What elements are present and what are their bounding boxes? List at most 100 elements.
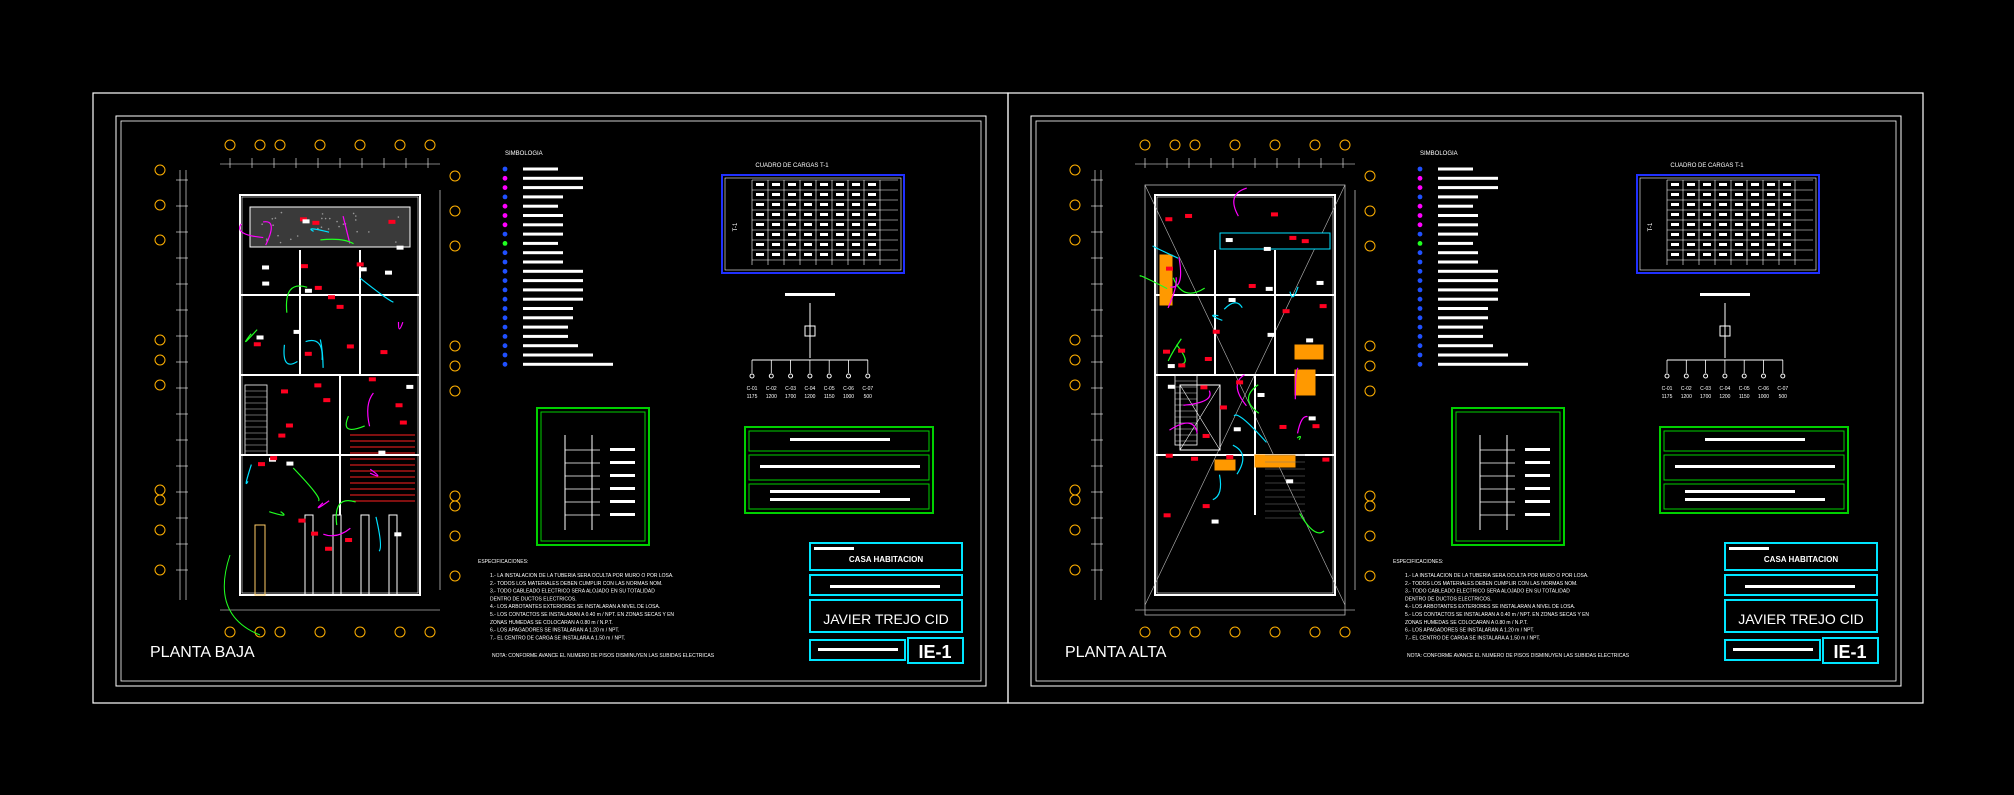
- breaker: [768, 373, 774, 379]
- wire-run: [1236, 374, 1247, 407]
- loads-cell: [836, 213, 844, 216]
- device-symbol: [399, 420, 407, 425]
- circuit-load: 1200: [766, 394, 777, 400]
- circuit-load: 500: [1779, 394, 1788, 400]
- device-symbol: [1257, 392, 1265, 397]
- symbol-glyph: [502, 315, 508, 321]
- device-symbol: [1270, 212, 1278, 217]
- inner-border: [1030, 115, 1902, 687]
- device-symbol: [311, 531, 319, 536]
- loads-cell: [1719, 243, 1727, 246]
- notes-title: ESPECIFICACIONES:: [478, 559, 528, 565]
- loads-cell: [1703, 193, 1711, 196]
- symbol-description: [1438, 214, 1478, 217]
- symbol-glyph: [502, 222, 508, 228]
- breaker: [1683, 373, 1689, 379]
- symbol-glyph: [1417, 361, 1423, 367]
- wire-run: [1172, 277, 1205, 294]
- device-symbol: [1267, 332, 1275, 337]
- note-line: 4.- LOS ARBOTANTES EXTERIORES SE INSTALA…: [490, 604, 660, 610]
- device-symbol: [1219, 405, 1227, 410]
- orange-fill: [1294, 369, 1316, 396]
- device-symbol: [298, 518, 306, 523]
- hatch-dot: [280, 211, 283, 214]
- symbol-glyph: [502, 194, 508, 200]
- loads-cell: [1671, 213, 1679, 216]
- symbol-description: [1438, 232, 1478, 236]
- circuit-load: 1175: [747, 394, 758, 400]
- wire-run: [397, 321, 404, 330]
- symbol-glyph: [1417, 222, 1423, 228]
- loads-cell: [804, 223, 812, 226]
- symbol-glyph: [502, 324, 508, 330]
- circuit-label: C-05: [824, 386, 835, 392]
- loads-cell: [1703, 213, 1711, 216]
- grid-bubble: [224, 626, 236, 638]
- title-sub-box: [1724, 574, 1878, 596]
- grid-bubble: [394, 139, 406, 151]
- symbol-description: [1438, 307, 1488, 310]
- sheet-frame-right: [1007, 92, 1924, 704]
- loads-cell: [1719, 213, 1727, 216]
- loads-cell: [1751, 213, 1759, 216]
- circuit-label: C-07: [862, 386, 873, 392]
- device-symbol: [1226, 455, 1234, 460]
- loads-cell: [1783, 203, 1791, 206]
- device-symbol: [345, 538, 353, 543]
- hatch-dot: [354, 219, 357, 221]
- loads-cell: [1735, 233, 1743, 236]
- loads-cell: [804, 213, 812, 216]
- device-symbol: [1236, 380, 1244, 385]
- riser-label: [1525, 461, 1550, 464]
- loads-cell: [1783, 233, 1791, 236]
- loads-cell: [852, 253, 860, 256]
- device-symbol: [256, 335, 264, 340]
- loads-cell: [1767, 203, 1775, 206]
- patio-hatch: [249, 206, 411, 248]
- loads-cell: [820, 193, 828, 196]
- grid-bubble: [394, 626, 406, 638]
- loads-cell: [1767, 193, 1775, 196]
- circuit-load: 1000: [843, 394, 854, 400]
- loads-cell: [788, 233, 796, 236]
- symbol-glyph: [1417, 175, 1423, 181]
- symbol-glyph: [1417, 185, 1423, 191]
- device-symbol: [336, 304, 344, 309]
- note-line: 2.- TODOS LOS MATERIALES DEBEN CUMPLIR C…: [490, 581, 663, 587]
- note-line: DENTRO DE DUCTOS ELECTRICOS.: [490, 596, 577, 602]
- notes-text: [1675, 465, 1835, 468]
- grid-bubble: [224, 139, 236, 151]
- wire-run: [285, 285, 308, 313]
- loads-cell: [852, 223, 860, 226]
- breaker: [1761, 373, 1766, 379]
- grid-bubble: [449, 500, 461, 512]
- circuit-label: C-03: [1700, 386, 1711, 392]
- circuit-load: 1200: [1719, 394, 1730, 400]
- grid-bubble: [449, 240, 461, 252]
- symbol-description: [523, 204, 558, 208]
- title-field: [1729, 547, 1769, 550]
- symbol-glyph: [1417, 268, 1423, 274]
- grid-bubble: [1309, 139, 1321, 151]
- wire-run: [369, 468, 379, 477]
- device-symbol: [406, 384, 414, 389]
- exterior-wall: [1154, 194, 1336, 596]
- notes-text: [1685, 490, 1795, 493]
- symbol-description: [523, 176, 583, 180]
- loads-cell: [868, 223, 876, 226]
- loads-cell: [836, 243, 844, 246]
- wire-run: [335, 500, 356, 526]
- symbol-glyph: [502, 203, 508, 209]
- wire-run: [375, 516, 382, 552]
- loads-cell: [804, 193, 812, 196]
- symbol-description: [1438, 362, 1528, 366]
- loads-cell: [804, 243, 812, 246]
- symbol-description: [523, 223, 563, 227]
- grid-bubble: [154, 564, 166, 576]
- note-line: DENTRO DE DUCTOS ELECTRICOS.: [1405, 596, 1492, 602]
- loads-cell: [1671, 253, 1679, 256]
- loads-cell: [1719, 233, 1727, 236]
- device-symbol: [1202, 504, 1210, 509]
- riser-diagram-frame: [1451, 407, 1565, 546]
- loads-cell: [868, 193, 876, 196]
